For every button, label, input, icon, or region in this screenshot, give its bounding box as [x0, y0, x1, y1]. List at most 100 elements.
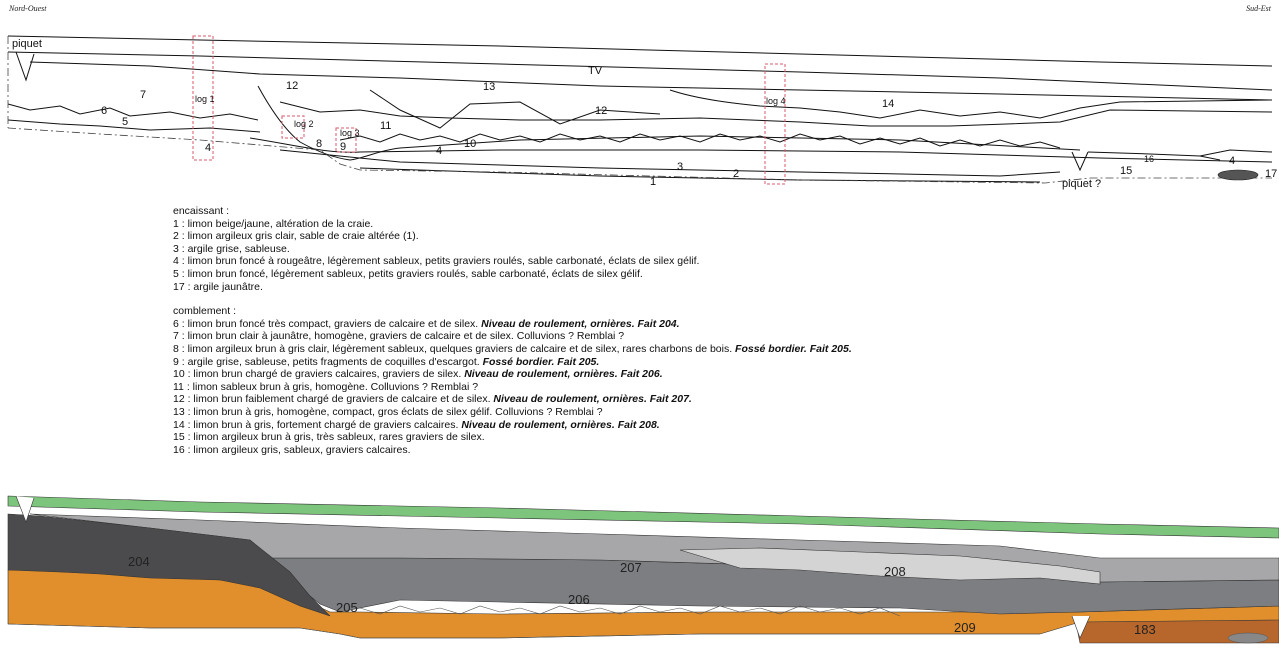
encaissant-item-text: 3 : argile grise, sableuse. [173, 242, 290, 255]
layer-12-label-right: 12 [595, 105, 607, 117]
northwest-label: Nord-Ouest [9, 4, 47, 13]
fact-204-area [7, 513, 331, 617]
comblement-item-text: 10 : limon brun chargé de graviers calca… [173, 368, 465, 381]
encaissant-title: encaissant : [173, 205, 230, 217]
comblement-item-text: 14 : limon brun à gris, fortement chargé… [173, 418, 462, 431]
layer-13-label: 13 [483, 81, 495, 93]
layer-15-line [1087, 151, 1221, 161]
log-3-box [335, 127, 357, 153]
layer-3-line [279, 149, 1061, 177]
layer-7-top-line [29, 61, 1273, 101]
layer-15-label: 15 [1120, 165, 1132, 177]
layer-13-lens [369, 89, 661, 129]
comblement-item-text: 7 : limon brun clair à jaunâtre, homogèn… [173, 330, 625, 343]
comblement-item: 15 : limon argileux brun à gris, très sa… [173, 431, 1173, 444]
layer-2-label: 2 [733, 168, 739, 180]
comblement-item-interpretation: Niveau de roulement, ornières. Fait 206. [464, 368, 663, 381]
encaissant-item-text: 1 : limon beige/jaune, altération de la … [173, 217, 374, 230]
fact-206-label: 206 [568, 592, 590, 607]
encaissant-item: 1 : limon beige/jaune, altération de la … [173, 218, 1173, 231]
layer-1-label: 1 [650, 176, 656, 188]
layer-5-line [7, 119, 261, 133]
log-1-box [192, 35, 214, 161]
layer-3-label: 3 [677, 161, 683, 173]
comblement-item-interpretation: Niveau de roulement, ornières. Fait 207. [493, 393, 692, 406]
layer-8-label: 8 [316, 138, 322, 150]
comblement-item: 12 : limon brun faiblement chargé de gra… [173, 393, 1173, 406]
comblement-item-text: 16 : limon argileux gris, sableux, gravi… [173, 443, 411, 456]
comblement-item-interpretation: Niveau de roulement, ornières. Fait 204. [481, 317, 680, 330]
encaissant-item-text: 2 : limon argileux gris clair, sable de … [173, 230, 419, 243]
encaissant-item-text: 17 : argile jaunâtre. [173, 280, 263, 293]
layer-4-label-right: 4 [1229, 155, 1235, 167]
layer-14-label: 14 [882, 98, 894, 110]
fact-183-label: 183 [1134, 622, 1156, 637]
comblement-item-text: 6 : limon brun foncé très compact, gravi… [173, 317, 482, 330]
layer-11-label: 11 [380, 120, 391, 132]
log-3-label: log 3 [340, 128, 360, 138]
comblement-list: 6 : limon brun foncé très compact, gravi… [173, 318, 1173, 457]
excavation-limit-line [7, 127, 1272, 184]
layer-10-label: 10 [464, 138, 476, 150]
comblement-item-text: 12 : limon brun faiblement chargé de gra… [173, 393, 494, 406]
encaissant-list: 1 : limon beige/jaune, altération de la … [173, 218, 1173, 294]
comblement-item: 6 : limon brun foncé très compact, gravi… [173, 318, 1173, 331]
layer-2-line [359, 167, 1041, 183]
layer-4-right-line [1199, 149, 1273, 157]
fact-207-label: 207 [620, 560, 642, 575]
encaissant-item: 3 : argile grise, sableuse. [173, 243, 1173, 256]
piquet-stake-colored [15, 495, 35, 523]
tv-label: TV [588, 65, 603, 77]
layer-7-label: 7 [140, 89, 146, 101]
southeast-label: Sud-Est [1246, 4, 1271, 13]
comblement-item-interpretation: Fossé bordier. Fait 205. [735, 342, 852, 355]
stratigraphic-profile-drawing: piquet piquet ? TV log 1 log 2 log 3 log… [7, 35, 1277, 190]
layer-6-line [7, 103, 259, 121]
layer-12-label-left: 12 [286, 80, 298, 92]
comblement-item-interpretation: Niveau de roulement, ornières. Fait 208. [461, 418, 660, 431]
ditch-line [257, 85, 1081, 161]
comblement-item-text: 15 : limon argileux brun à gris, très sa… [173, 431, 485, 444]
colored-section-drawing: 204 205 206 207 208 209 183 [7, 495, 1279, 644]
piquet-stake [15, 51, 35, 82]
comblement-item: 7 : limon brun clair à jaunâtre, homogèn… [173, 330, 1173, 343]
layer-5-label: 5 [122, 116, 128, 128]
encaissant-item-text: 5 : limon brun foncé, légèrement sableux… [173, 267, 643, 280]
layer-4-stone [1217, 169, 1259, 181]
encaissant-item: 4 : limon brun foncé à rougeâtre, légère… [173, 255, 1173, 268]
comblement-item: 11 : limon sableux brun à gris, homogène… [173, 381, 1173, 394]
comblement-item-text: 9 : argile grise, sableuse, petits fragm… [173, 355, 483, 368]
comblement-item: 16 : limon argileux gris, sableux, gravi… [173, 444, 1173, 457]
topsoil-base-line [7, 51, 1273, 91]
fact-204-label: 204 [128, 554, 150, 569]
layer-4-top-line [249, 137, 1273, 163]
comblement-item: 10 : limon brun chargé de graviers calca… [173, 368, 1173, 381]
comblement-item: 8 : limon argileux brun à gris clair, lé… [173, 343, 1173, 356]
piquet-q-stake-colored [1071, 615, 1091, 639]
layer-16-label: 16 [1144, 154, 1154, 164]
comblement-item: 9 : argile grise, sableuse, petits fragm… [173, 356, 1173, 369]
legend: encaissant : 1 : limon beige/jaune, alté… [173, 205, 1173, 456]
log-1-label: log 1 [195, 94, 215, 104]
layer-12-line [279, 101, 1273, 127]
piquet-q-label: piquet ? [1062, 178, 1101, 190]
log-4-label: log 4 [766, 96, 786, 106]
fact-208-label: 208 [884, 564, 906, 579]
log-4-box [764, 63, 786, 185]
comblement-item-text: 13 : limon brun à gris, homogène, compac… [173, 405, 603, 418]
layer-9-label: 9 [340, 141, 346, 153]
fact-209-label: 209 [954, 620, 976, 635]
layer-4-label-mid: 4 [436, 145, 442, 157]
comblement-title: comblement : [173, 305, 237, 318]
encaissant-item: 17 : argile jaunâtre. [173, 281, 1173, 294]
piquet-q-stake [1071, 151, 1089, 172]
comblement-item-text: 11 : limon sableux brun à gris, homogène… [173, 380, 479, 393]
encaissant-item: 5 : limon brun foncé, légèrement sableux… [173, 268, 1173, 281]
log-2-label: log 2 [294, 119, 314, 129]
comblement-item-text: 8 : limon argileux brun à gris clair, lé… [173, 342, 736, 355]
layer-10-wavy-line [339, 133, 1061, 149]
layer-17-label: 17 [1265, 168, 1277, 180]
fact-208-area [679, 547, 1101, 585]
layer-4-label-left: 4 [205, 142, 211, 154]
encaissant-item-text: 4 : limon brun foncé à rougeâtre, légère… [173, 255, 700, 268]
